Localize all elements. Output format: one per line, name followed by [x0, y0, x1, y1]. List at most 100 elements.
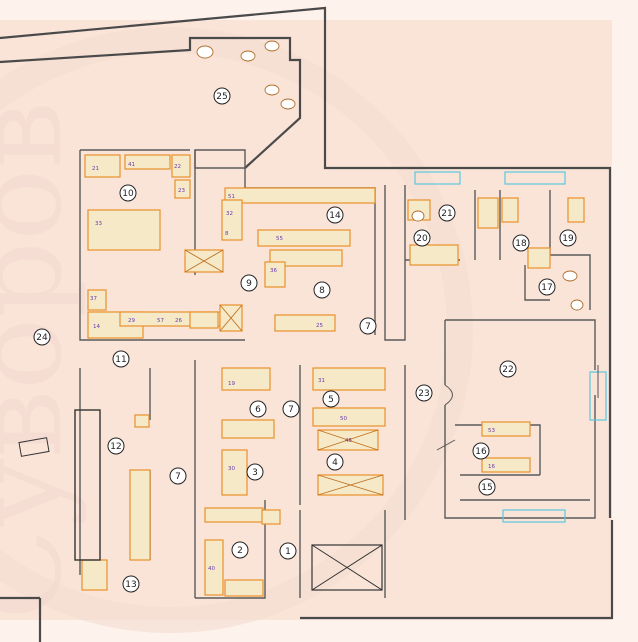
room-marker-circle	[559, 229, 577, 247]
room-marker-circle	[213, 87, 231, 105]
room-marker-circle	[279, 542, 297, 560]
room-number-label: 25	[216, 92, 227, 102]
room-marker-circle	[119, 184, 137, 202]
long-counter	[74, 409, 101, 561]
room-marker: 10	[119, 184, 137, 202]
equipment-label: 30	[228, 466, 235, 472]
room-marker: 1	[279, 542, 297, 560]
room-marker-circle	[313, 281, 331, 299]
equipment-label: 29	[128, 318, 135, 324]
room-marker-circle	[33, 328, 51, 346]
room-marker-circle	[538, 278, 556, 296]
watermark-text: Суворов	[0, 101, 89, 620]
room-marker-circle	[326, 453, 344, 471]
room-number-label: 22	[502, 365, 513, 375]
room-marker: 13	[122, 575, 140, 593]
equipment-label: 50	[340, 416, 347, 422]
room-number-label: 11	[115, 355, 126, 365]
equipment-label: 57	[157, 318, 164, 324]
room-marker: 7	[359, 317, 377, 335]
room-number-label: 16	[475, 447, 487, 457]
room-number-label: 23	[418, 389, 429, 399]
room-marker-circle	[478, 478, 496, 496]
room-marker: 22	[499, 360, 517, 378]
equipment-labels: 21 41 22 23 33 37 14 29 26 57 5 1 3 2 8 55…	[90, 162, 495, 572]
room-marker: 8	[313, 281, 331, 299]
room-marker-circle	[499, 360, 517, 378]
room-number-label: 2	[237, 546, 243, 556]
room-marker-circle	[512, 234, 530, 252]
equipment-label: 22	[174, 164, 181, 170]
room-number-label: 14	[329, 211, 341, 221]
equipment-label: 41	[128, 162, 135, 168]
room-number-label: 21	[441, 209, 452, 219]
room-marker-circle	[249, 400, 267, 418]
equipment-label: 14	[93, 324, 100, 330]
equipment-label: 21	[92, 166, 99, 172]
room-marker: 7	[169, 467, 187, 485]
equipment-label: 55	[276, 236, 283, 242]
room-marker-circle	[240, 274, 258, 292]
equipment-label: 25	[316, 323, 323, 329]
room-number-label: 18	[515, 239, 527, 249]
equipment-label: 19	[228, 381, 235, 387]
room-number-label: 7	[365, 322, 371, 332]
room-marker: 16	[472, 442, 490, 460]
equipment-label: 45	[345, 438, 352, 444]
equipment-label: 16	[488, 464, 495, 470]
room-marker: 5	[322, 390, 340, 408]
room-marker: 7	[282, 400, 300, 418]
equipment-outlines	[81, 154, 585, 597]
room-number-label: 3	[252, 468, 258, 478]
room-number-label: 7	[288, 405, 294, 415]
room-marker-circle	[415, 384, 433, 402]
room-number-label: 12	[110, 442, 121, 452]
room-marker: 2	[231, 541, 249, 559]
room-number-label: 8	[319, 286, 325, 296]
room-marker: 18	[512, 234, 530, 252]
room-marker-circle	[107, 437, 125, 455]
room-marker-circle	[359, 317, 377, 335]
room-marker-circle	[169, 467, 187, 485]
room-marker-circle	[413, 229, 431, 247]
room-number-label: 19	[562, 234, 574, 244]
room-number-label: 10	[122, 189, 134, 199]
door-swings	[436, 365, 599, 451]
room-marker: 21	[438, 204, 456, 222]
room-marker-circle	[472, 442, 490, 460]
room-marker: 9	[240, 274, 258, 292]
room-marker: 17	[538, 278, 556, 296]
equipment-label: 37	[90, 296, 97, 302]
equipment-label: 40	[208, 566, 215, 572]
room-marker: 25	[213, 87, 231, 105]
room-number-label: 9	[246, 279, 252, 289]
room-marker-circle	[122, 575, 140, 593]
equipment-label: 23	[178, 188, 185, 194]
outer-walls	[0, 6, 614, 642]
room-marker: 12	[107, 437, 125, 455]
sanitary-fixtures	[196, 40, 584, 311]
room-number-label: 4	[332, 458, 338, 468]
equipment-label: 33	[95, 221, 102, 227]
room-number-label: 1	[285, 547, 291, 557]
room-marker: 19	[559, 229, 577, 247]
equipment-label: 31	[318, 378, 325, 384]
room-marker: 11	[112, 350, 130, 368]
room-marker: 23	[415, 384, 433, 402]
stair-shaft	[311, 544, 383, 591]
room-marker-circle	[322, 390, 340, 408]
room-marker-circle	[246, 463, 264, 481]
room-number-label: 17	[541, 283, 552, 293]
equipment-label: 26	[175, 318, 182, 324]
small-outline	[18, 437, 50, 457]
room-number-label: 7	[175, 472, 181, 482]
room-marker: 15	[478, 478, 496, 496]
room-number-label: 5	[328, 395, 334, 405]
room-marker-circle	[326, 206, 344, 224]
room-marker-circle	[438, 204, 456, 222]
equipment-label: 36	[270, 268, 277, 274]
room-marker-circle	[112, 350, 130, 368]
room-marker-circle	[231, 541, 249, 559]
